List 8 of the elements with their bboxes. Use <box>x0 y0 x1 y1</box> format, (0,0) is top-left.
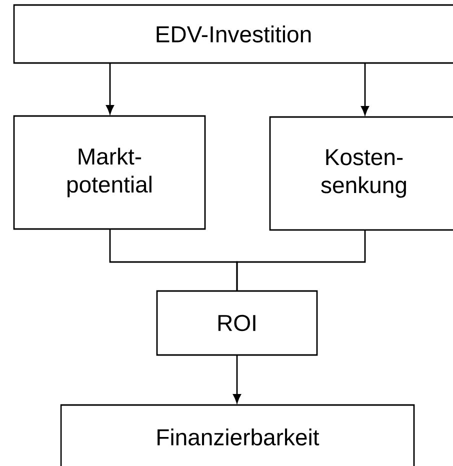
arrow <box>106 63 114 114</box>
process-box: ROI <box>156 290 318 356</box>
process-box: Markt- potential <box>13 115 206 230</box>
process-box: Kosten- senkung <box>269 116 453 231</box>
process-box: EDV-Investition <box>13 4 453 64</box>
process-box: Finanzierbarkeit <box>60 404 415 466</box>
arrow <box>233 355 241 404</box>
arrow <box>361 63 369 116</box>
